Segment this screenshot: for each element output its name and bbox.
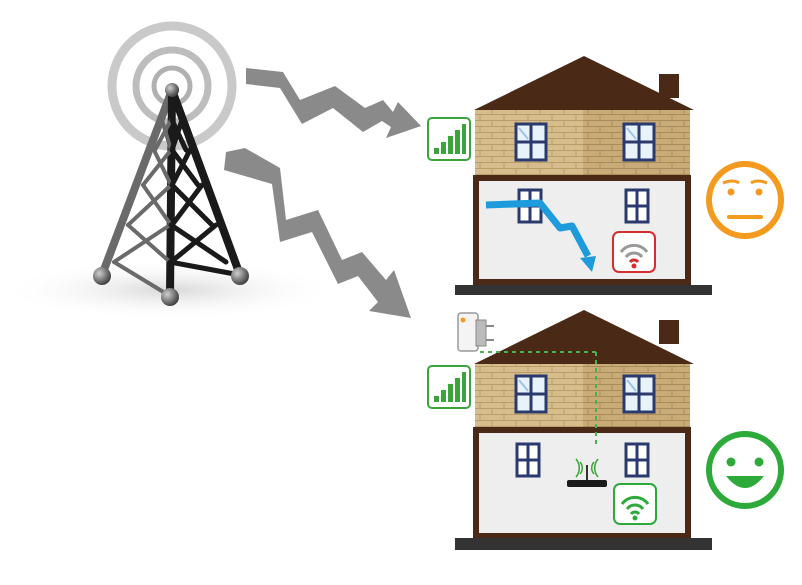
booster-cable bbox=[480, 351, 597, 446]
signal-bars-icon bbox=[427, 365, 471, 409]
indoor-router-icon bbox=[567, 458, 607, 487]
house-with-booster bbox=[455, 310, 712, 550]
wifi-icon bbox=[612, 231, 656, 273]
window bbox=[622, 374, 656, 414]
tower-top-ball bbox=[165, 83, 179, 97]
outdoor-antenna-icon bbox=[457, 312, 494, 352]
cell-tower-icon bbox=[0, 21, 340, 320]
signal-arrow-top bbox=[246, 68, 421, 138]
smiley-face-icon bbox=[706, 431, 784, 509]
interior-room bbox=[473, 175, 691, 285]
wifi-icon bbox=[613, 483, 657, 525]
window bbox=[624, 188, 650, 224]
window bbox=[624, 442, 650, 478]
tower-foot-center bbox=[161, 288, 179, 306]
house-without-booster bbox=[455, 56, 712, 295]
signal-bars-icon bbox=[427, 117, 471, 161]
signal-arrow-bottom bbox=[224, 148, 411, 318]
window bbox=[622, 122, 656, 162]
roof-top bbox=[474, 310, 694, 364]
floor-slab bbox=[455, 538, 712, 550]
weak-signal-arrow bbox=[485, 199, 592, 258]
window bbox=[515, 442, 541, 478]
roof-top bbox=[474, 56, 694, 110]
window bbox=[514, 374, 548, 414]
floor-slab bbox=[455, 285, 712, 295]
neutral-face-icon bbox=[706, 161, 784, 239]
tower-foot-left bbox=[93, 267, 111, 285]
tower-foot-right bbox=[231, 267, 249, 285]
window bbox=[514, 122, 548, 162]
